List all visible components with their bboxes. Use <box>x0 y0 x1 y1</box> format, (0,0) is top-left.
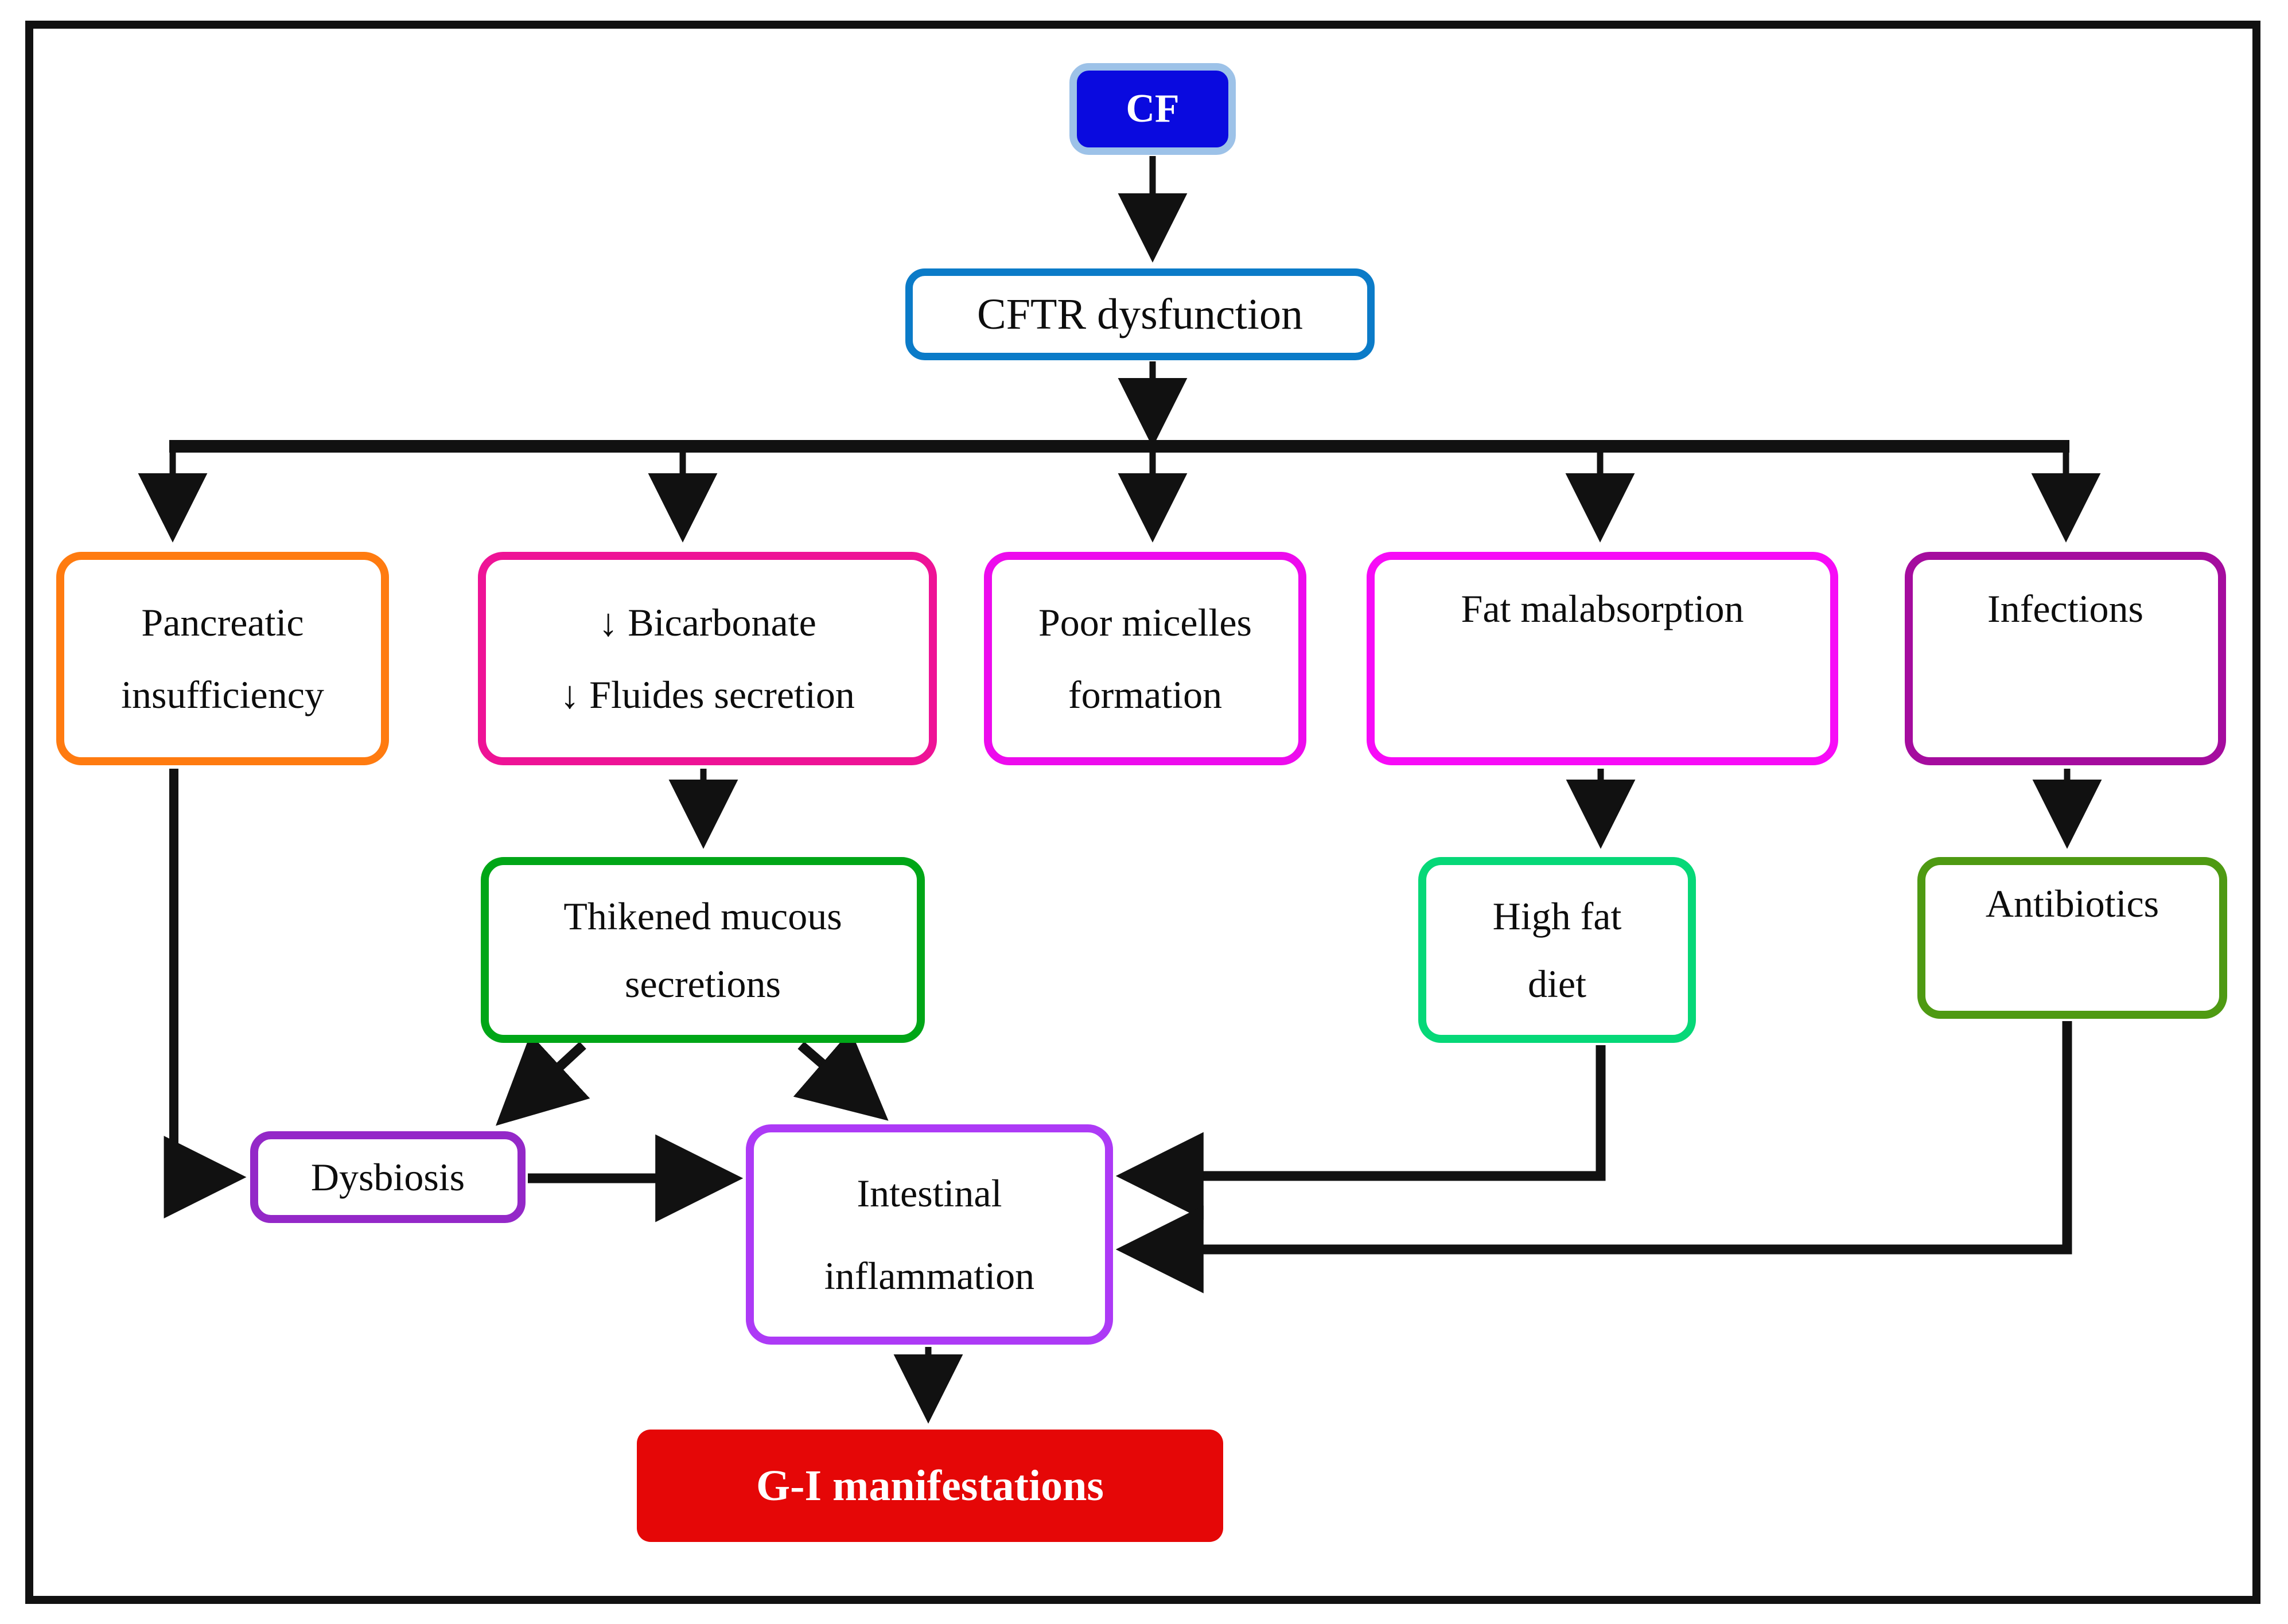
node-cf-label: CF <box>1126 87 1180 131</box>
node-pancreatic-line1: Pancreatic <box>141 600 304 644</box>
node-infections[interactable]: Infections <box>1905 552 2226 765</box>
node-cf[interactable]: CF <box>1069 63 1236 155</box>
node-antibiotics[interactable]: Antibiotics <box>1917 857 2227 1019</box>
node-antibiotics-label: Antibiotics <box>1985 882 2159 925</box>
node-gi-manifestations[interactable]: G-I manifestations <box>637 1430 1223 1542</box>
node-high-fat-diet[interactable]: High fat diet <box>1418 857 1696 1043</box>
node-dysbiosis[interactable]: Dysbiosis <box>250 1131 526 1223</box>
node-fat-malabsorption[interactable]: Fat malabsorption <box>1367 552 1838 765</box>
node-bicarbonate-fluides[interactable]: ↓ Bicarbonate ↓ Fluides secretion <box>478 552 937 765</box>
node-poor-micelles-formation[interactable]: Poor micelles formation <box>984 552 1306 765</box>
node-bicarbonate-line1: ↓ Bicarbonate <box>598 600 816 644</box>
node-intestinal-line1: Intestinal <box>857 1171 1002 1215</box>
node-thickened-line1: Thikened mucous <box>563 894 842 938</box>
node-cftr-label: CFTR dysfunction <box>977 290 1303 338</box>
node-gi-label: G-I manifestations <box>756 1461 1104 1510</box>
node-high-fat-line1: High fat <box>1492 894 1622 938</box>
node-micelles-line1: Poor micelles <box>1038 600 1252 644</box>
node-thickened-mucous-secretions[interactable]: Thikened mucous secretions <box>481 857 925 1043</box>
node-pancreatic-line2: insufficiency <box>121 672 324 716</box>
node-intestinal-inflammation[interactable]: Intestinal inflammation <box>746 1124 1113 1345</box>
node-high-fat-line2: diet <box>1528 961 1586 1006</box>
node-infections-label: Infections <box>1987 587 2143 630</box>
node-dysbiosis-label: Dysbiosis <box>310 1155 465 1199</box>
node-micelles-line2: formation <box>1068 672 1223 716</box>
node-thickened-line2: secretions <box>625 961 781 1006</box>
diagram-frame-border <box>25 21 2260 1604</box>
node-bicarbonate-line2: ↓ Fluides secretion <box>560 672 855 716</box>
node-cftr-dysfunction[interactable]: CFTR dysfunction <box>905 268 1375 360</box>
node-pancreatic-insufficiency[interactable]: Pancreatic insufficiency <box>56 552 389 765</box>
node-intestinal-line2: inflammation <box>824 1253 1035 1298</box>
node-fat-malabsorption-label: Fat malabsorption <box>1461 587 1744 630</box>
